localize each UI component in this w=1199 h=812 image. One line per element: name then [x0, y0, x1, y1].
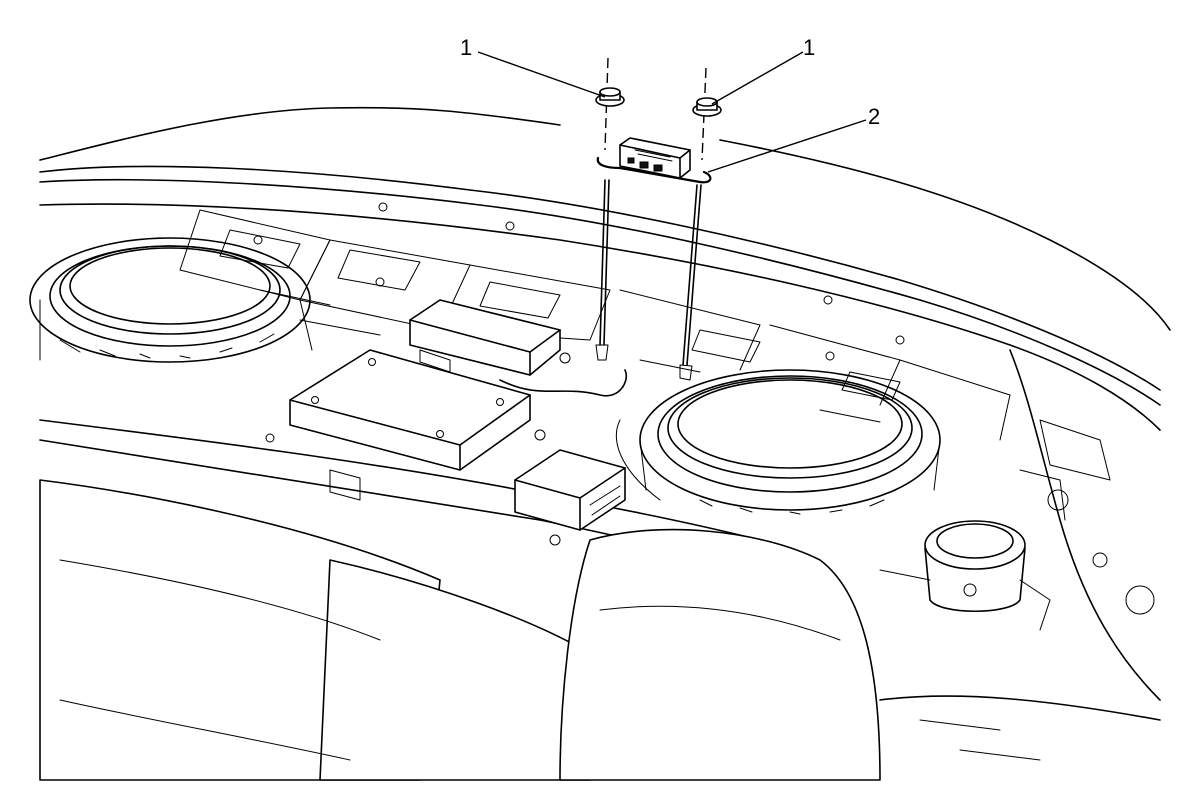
callout-leaders — [477, 51, 867, 173]
tweeter-speaker — [879, 520, 1051, 631]
center-speaker — [615, 369, 941, 515]
bracket-module-icon — [596, 137, 712, 184]
wiring-harness — [499, 369, 627, 397]
rear-seat-backs — [39, 479, 1161, 781]
nut-left-icon — [595, 87, 625, 107]
rear-window-outline — [39, 106, 1171, 406]
amplifier-module — [409, 299, 571, 376]
callout-label-1-right: 1 — [803, 35, 815, 60]
control-module-box — [289, 349, 531, 501]
callout-label-1-left: 1 — [460, 35, 472, 60]
callout-label-2: 2 — [868, 104, 880, 129]
right-side-trim — [1009, 349, 1161, 701]
connector-block — [514, 429, 626, 546]
left-speaker — [29, 237, 313, 363]
